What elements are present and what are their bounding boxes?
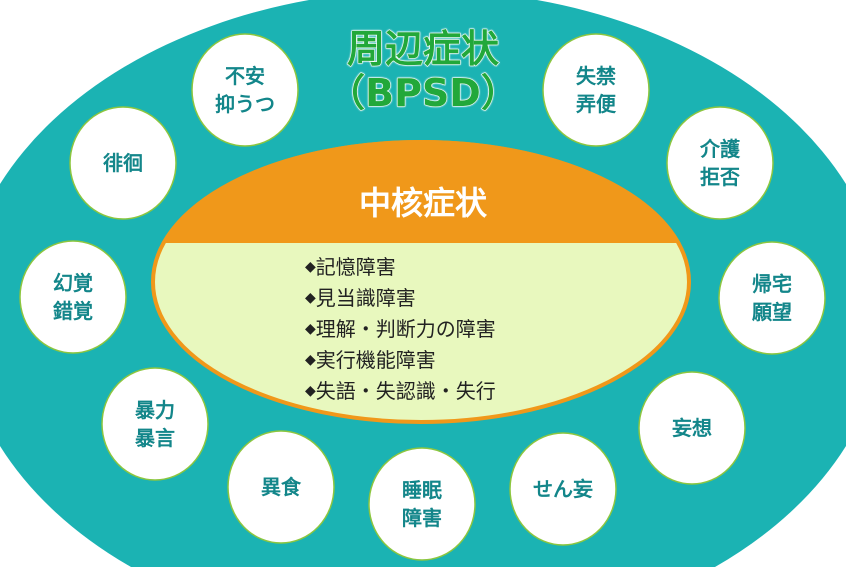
bubble-label: 抑うつ [215,92,275,116]
bubble-circle [542,33,650,147]
symptom-bubble: 幻覚錯覚 [20,241,126,353]
core-item: 失語・失認識・失行 [305,376,496,407]
symptom-bubble: せん妄 [510,433,616,545]
symptom-bubble: 睡眠障害 [369,448,475,560]
bubble-circle [101,367,209,481]
symptom-bubble: 徘徊 [70,107,176,219]
core-symptom-list: 記憶障害 見当識障害 理解・判断力の障害 実行機能障害 失語・失認識・失行 [305,252,496,407]
bubble-circle [69,106,177,220]
symptom-bubble: 暴力暴言 [102,368,208,480]
bubble-label: 暴言 [135,426,175,450]
core-item: 実行機能障害 [305,345,496,376]
bubble-circle [718,241,826,355]
bubble-label: 失禁 [576,64,616,88]
bubble-circle [368,447,476,561]
bubble-label: 不安 [225,64,265,88]
bubble-circle [638,371,746,485]
core-item: 理解・判断力の障害 [305,314,496,345]
bubble-label: 帰宅 [752,272,792,296]
bubble-label: 願望 [752,300,792,324]
symptom-bubble: 不安抑うつ [192,34,298,146]
core-item: 記憶障害 [305,252,496,283]
bubble-circle [19,240,127,354]
bubble-label: 介護 [700,137,740,161]
core-title: 中核症状 [358,184,487,222]
symptom-bubble: 妄想 [639,372,745,484]
bubble-label: 睡眠 [402,478,442,502]
bubble-label: 弄便 [576,92,616,116]
bubble-label: せん妄 [533,477,593,501]
core-item: 見当識障害 [305,283,496,314]
bubble-label: 暴力 [135,398,175,422]
bubble-label: 幻覚 [53,271,93,295]
symptom-bubble: 異食 [228,431,334,543]
bubble-circle [509,432,617,546]
bubble-circle [191,33,299,147]
bubble-label: 妄想 [672,416,712,440]
bubble-label: 障害 [402,506,442,530]
bubble-label: 拒否 [700,165,740,189]
core-ellipse-header [161,140,681,243]
peripheral-title: 周辺症状 [346,27,499,72]
peripheral-subtitle: （BPSD） [327,71,520,116]
bubble-circle [666,106,774,220]
bubble-circle [227,430,335,544]
bubble-label: 錯覚 [53,299,93,323]
symptom-bubble: 帰宅願望 [719,242,825,354]
symptom-bubble: 失禁弄便 [543,34,649,146]
bubble-label: 徘徊 [103,151,143,175]
symptom-bubble: 介護拒否 [667,107,773,219]
bubble-label: 異食 [261,475,301,499]
